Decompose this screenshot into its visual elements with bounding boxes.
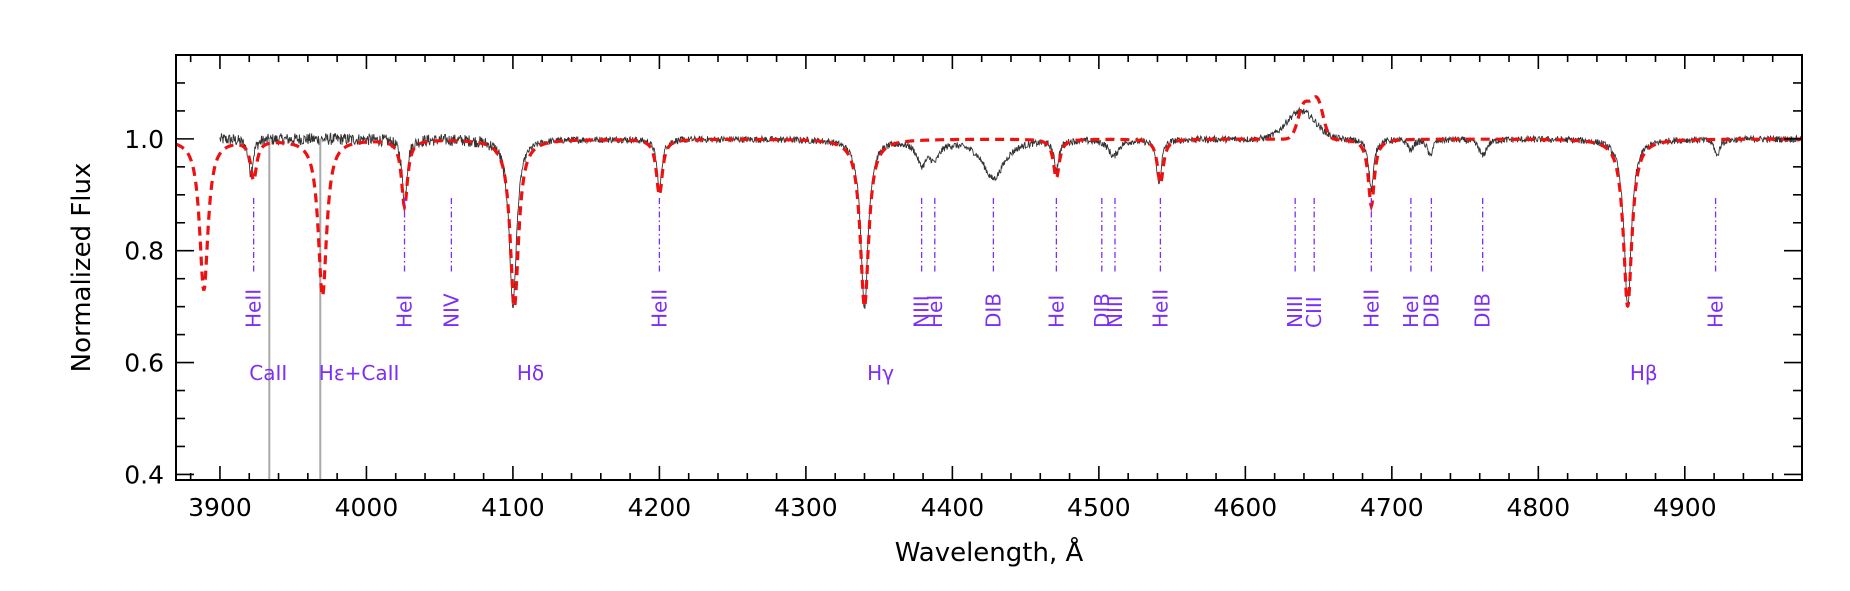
x-tick-label: 4200 xyxy=(628,493,692,522)
line-id-label: HeI xyxy=(1044,295,1068,328)
series-label: Hγ xyxy=(867,361,894,385)
line-id-label: NIII xyxy=(910,295,934,328)
y-tick-label: 0.6 xyxy=(124,349,164,378)
line-id-label: HeI xyxy=(1399,295,1423,328)
y-tick-label: 0.4 xyxy=(124,460,164,489)
y-axis-label: Normalized Flux xyxy=(67,163,97,373)
line-id-label: NIII xyxy=(1283,295,1307,328)
x-tick-label: 4000 xyxy=(335,493,399,522)
x-tick-label: 4800 xyxy=(1507,493,1571,522)
series-label: Hε+CaII xyxy=(319,361,400,385)
line-id-label: NIII xyxy=(1103,295,1127,328)
x-tick-label: 3900 xyxy=(188,493,252,522)
series-label: Hδ xyxy=(517,361,544,385)
line-id-label: DIB xyxy=(1471,293,1495,328)
line-id-label: HeII xyxy=(647,289,671,328)
y-tick-label: 1.0 xyxy=(124,125,164,154)
line-id-label: DIB xyxy=(1419,293,1443,328)
x-tick-label: 4300 xyxy=(774,493,838,522)
plot-frame xyxy=(175,54,1803,481)
x-tick-label: 4100 xyxy=(481,493,545,522)
model-spectrum-line xyxy=(176,95,1802,308)
x-tick-label: 4900 xyxy=(1653,493,1717,522)
line-id-label: DIB xyxy=(1090,293,1114,328)
line-id-label: DIB xyxy=(981,293,1005,328)
x-tick-label: 4500 xyxy=(1067,493,1131,522)
x-axis-label: Wavelength, Å xyxy=(895,536,1084,568)
line-id-label: HeI xyxy=(923,295,947,328)
series-label: CaII xyxy=(249,361,287,385)
axes: 3900 4000 4100 4200 4300 4400 4500 4600 4700 4800… xyxy=(124,54,1803,522)
marks xyxy=(176,95,1802,480)
line-id-label: NIV xyxy=(439,293,463,328)
y-tick-label: 0.8 xyxy=(124,237,164,266)
x-tick-label: 4400 xyxy=(921,493,985,522)
x-tick-label: 4600 xyxy=(1214,493,1278,522)
line-id-label: HeI xyxy=(393,295,417,328)
line-id-label: HeI xyxy=(1704,295,1728,328)
series-label: Hβ xyxy=(1630,361,1658,385)
line-id-label: HeII xyxy=(1148,289,1172,328)
line-id-label: CIII xyxy=(1302,296,1326,328)
line-id-label: HeII xyxy=(242,289,266,328)
x-tick-label: 4700 xyxy=(1360,493,1424,522)
line-id-label: HeII xyxy=(1359,289,1383,328)
